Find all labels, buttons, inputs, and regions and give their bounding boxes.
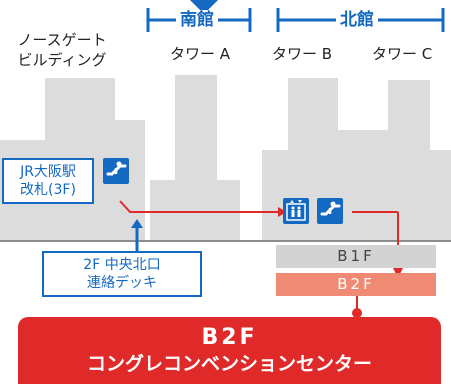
tower-b-label: タワー B [272, 45, 333, 63]
central-north-deck-label: 2F 中央北口 連絡デッキ [42, 251, 202, 297]
floor-b1: B1F [276, 245, 436, 268]
south-wing-label: 南館 [176, 10, 218, 30]
tower-a-label: タワー A [170, 45, 231, 63]
escalator-icon [317, 198, 343, 224]
destination-name: コングレコンベンションセンター [86, 353, 372, 375]
elevator-icon [283, 198, 309, 224]
floor-b2: B2F [276, 273, 436, 296]
north-wing-label: 北館 [336, 10, 378, 30]
tower-c-label: タワー C [372, 45, 433, 63]
escalator-icon [103, 158, 129, 184]
north-gate-building-label: ノースゲート ビルディング [17, 31, 107, 69]
destination-banner: B2F コングレコンベンションセンター [18, 317, 441, 384]
destination-floor: B2F [201, 325, 258, 350]
you-are-here-marker [190, 0, 218, 14]
jr-gate-label: JR大阪駅 改札(3F) [2, 158, 94, 204]
